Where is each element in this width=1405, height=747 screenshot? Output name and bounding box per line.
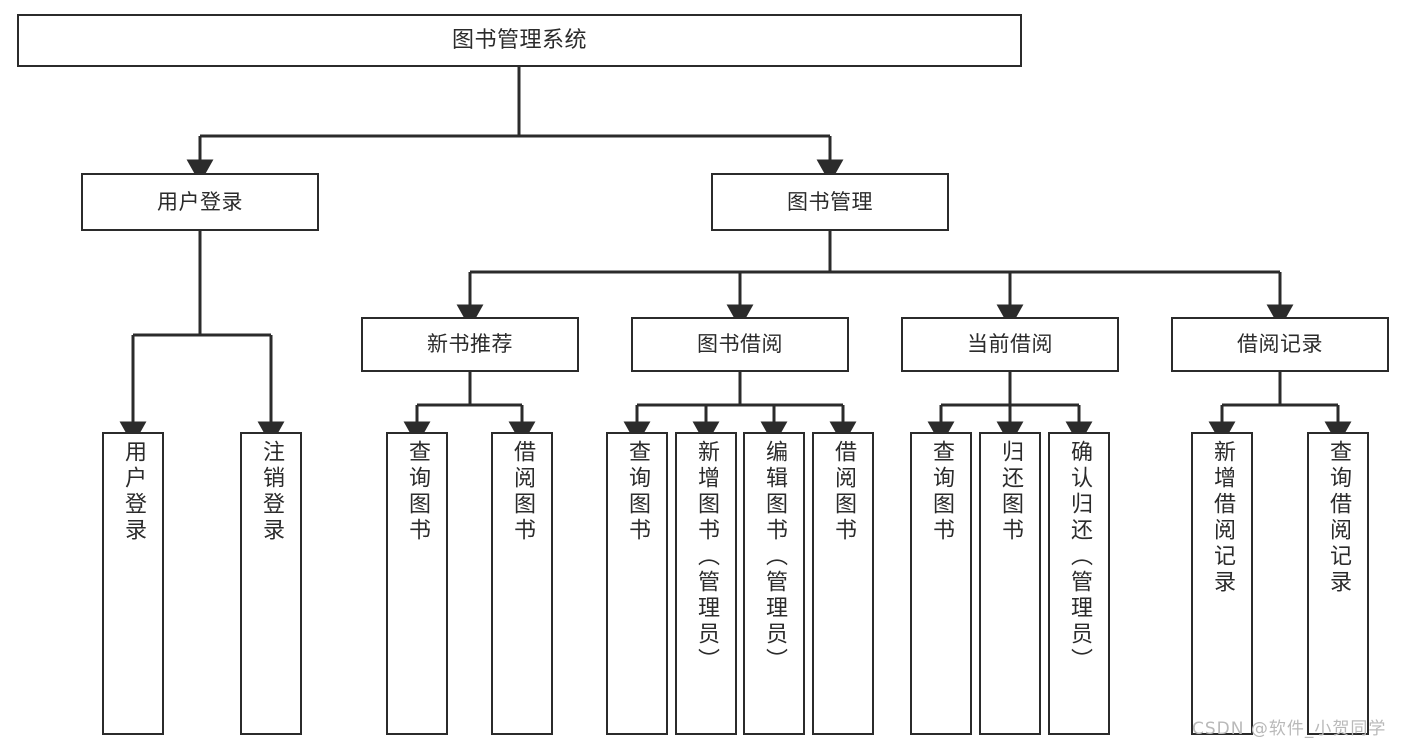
node-label: 编辑图书（管理员） [762, 440, 787, 674]
node-borrow-record[interactable]: 借阅记录 [1171, 317, 1389, 372]
node-current-borrow[interactable]: 当前借阅 [901, 317, 1119, 372]
node-label: 注销登录 [259, 440, 284, 544]
node-label: 图书管理 [787, 189, 873, 214]
node-leaf-borrow-book-2[interactable]: 借阅图书 [812, 432, 874, 735]
csdn-watermark: CSDN @软件_小贺同学 [1192, 719, 1387, 739]
node-leaf-borrow-book-1[interactable]: 借阅图书 [491, 432, 553, 735]
node-leaf-query-book-1[interactable]: 查询图书 [386, 432, 448, 735]
node-label: 图书管理系统 [451, 27, 587, 53]
node-label: 用户登录 [121, 440, 146, 544]
node-label: 查询图书 [405, 440, 430, 544]
node-leaf-query-borrow-record[interactable]: 查询借阅记录 [1307, 432, 1369, 735]
node-book-manage[interactable]: 图书管理 [711, 173, 949, 231]
node-label: 查询图书 [929, 440, 954, 544]
node-leaf-add-borrow-record[interactable]: 新增借阅记录 [1191, 432, 1253, 735]
node-leaf-add-book[interactable]: 新增图书（管理员） [675, 432, 737, 735]
node-label: 借阅图书 [510, 440, 535, 544]
node-label: 当前借阅 [967, 332, 1053, 357]
node-label: 归还图书 [998, 440, 1023, 544]
node-leaf-query-book-3[interactable]: 查询图书 [910, 432, 972, 735]
node-label: 新书推荐 [427, 332, 513, 357]
node-label: 查询借阅记录 [1326, 440, 1351, 596]
node-book-borrow[interactable]: 图书借阅 [631, 317, 849, 372]
node-leaf-query-book-2[interactable]: 查询图书 [606, 432, 668, 735]
node-user-login[interactable]: 用户登录 [81, 173, 319, 231]
node-label: 图书借阅 [697, 332, 783, 357]
node-label: 新增图书（管理员） [694, 440, 719, 674]
node-label: 借阅图书 [831, 440, 856, 544]
node-leaf-edit-book[interactable]: 编辑图书（管理员） [743, 432, 805, 735]
node-label: 用户登录 [157, 189, 243, 214]
node-label: 新增借阅记录 [1210, 440, 1235, 596]
node-label: 确认归还（管理员） [1067, 440, 1092, 674]
node-root-book-management-system[interactable]: 图书管理系统 [17, 14, 1022, 67]
node-leaf-logout-login[interactable]: 注销登录 [240, 432, 302, 735]
node-label: 借阅记录 [1237, 332, 1323, 357]
node-leaf-confirm-return[interactable]: 确认归还（管理员） [1048, 432, 1110, 735]
node-leaf-return-book[interactable]: 归还图书 [979, 432, 1041, 735]
node-leaf-user-login[interactable]: 用户登录 [102, 432, 164, 735]
node-new-book-recommend[interactable]: 新书推荐 [361, 317, 579, 372]
node-label: 查询图书 [625, 440, 650, 544]
